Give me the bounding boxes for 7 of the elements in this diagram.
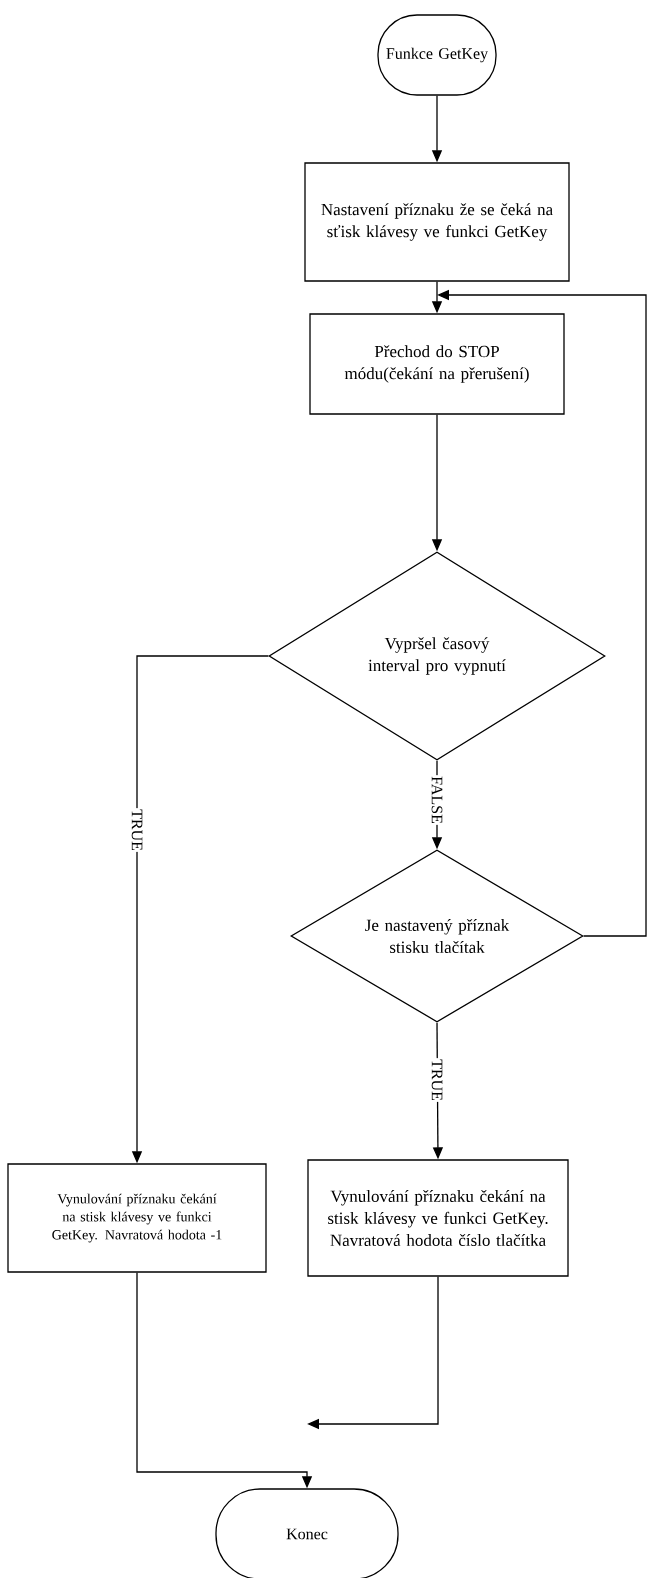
edge-label: TRUE <box>430 1058 444 1102</box>
process-box: Vynulování příznaku čekání na stisk klávesy ve funkci GetKey. Navratová hodota -1 <box>7 1163 267 1273</box>
process-box: Přechod do STOP módu(čekání na přerušení) <box>309 313 565 415</box>
process-box: Nastavení příznaku že se čeká na sťisk klávesy ve funkci GetKey <box>304 162 570 282</box>
process-box: Vynulování příznaku čekání na stisk klávesy ve funkci GetKey. Navratová hodota číslo tlačítka <box>307 1159 569 1277</box>
edge-label: TRUE <box>130 808 144 852</box>
edge-label: FALSE <box>430 775 444 825</box>
